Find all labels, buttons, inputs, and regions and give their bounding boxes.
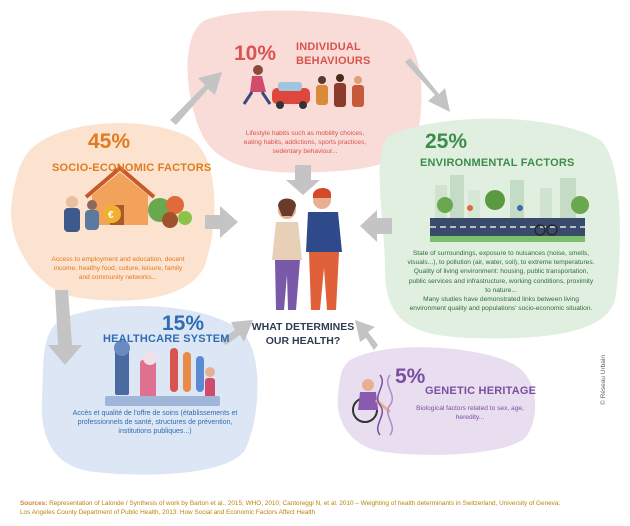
socio-title: SOCIO-ECONOMIC FACTORS bbox=[52, 162, 212, 174]
center-title-line1: WHAT DETERMINES bbox=[251, 321, 355, 333]
sources-line1: Representation of Lalonde / Synthesis of… bbox=[49, 500, 561, 507]
healthcare-illustration bbox=[105, 340, 220, 406]
environmental-desc-line: to nature... bbox=[485, 286, 517, 294]
arrow-healthcare-center bbox=[220, 320, 253, 345]
socio-desc-line: income, healthy food, culture, leisure, … bbox=[53, 265, 183, 273]
socio-desc-line: and community networks... bbox=[78, 274, 158, 282]
individual-desc-line: Lifestyle habits such as mobility choice… bbox=[245, 130, 365, 137]
arrow-socio-individual bbox=[170, 72, 222, 125]
healthcare-title: HEALTHCARE SYSTEM bbox=[103, 333, 230, 345]
healthcare-percent: 15% bbox=[162, 312, 205, 335]
sources-label: Sources: bbox=[20, 500, 48, 507]
environmental-title: ENVIRONMENTAL FACTORS bbox=[420, 157, 575, 169]
sources-line2: Los Angeles County Department of Public … bbox=[20, 509, 316, 516]
socio-description: Access to employment and education, dece… bbox=[33, 255, 203, 283]
environmental-desc-line: visuals...), to pollution (air, water, s… bbox=[407, 259, 595, 267]
healthcare-desc-line: institutions publiques...) bbox=[118, 428, 192, 436]
center-title: WHAT DETERMINES OUR HEALTH? bbox=[248, 320, 358, 348]
environmental-percent: 25% bbox=[425, 130, 468, 153]
individual-desc-line: eating habits, addictions, sports practi… bbox=[243, 139, 367, 147]
individual-description: Lifestyle habits such as mobility choice… bbox=[225, 129, 385, 157]
central-couple-illustration bbox=[272, 188, 342, 310]
individual-percent: 10% bbox=[234, 42, 277, 65]
socio-illustration: € bbox=[64, 165, 192, 232]
environmental-desc-line: public services and infrastructure, work… bbox=[408, 277, 594, 285]
arrow-individual-center bbox=[286, 165, 320, 195]
environmental-description: State of surroundings, exposure to nuisa… bbox=[392, 249, 610, 313]
arrow-genetic-center bbox=[355, 320, 378, 350]
environmental-desc-line: Many studies have demonstrated links bet… bbox=[423, 296, 579, 304]
connection-arrows bbox=[48, 58, 450, 365]
healthcare-desc-line: professionnels de santé, structures de p… bbox=[77, 419, 233, 427]
environmental-desc-line: environment quality and populations' soc… bbox=[409, 305, 593, 313]
genetic-desc-line: heredity... bbox=[455, 414, 485, 422]
arrow-individual-environmental bbox=[405, 58, 450, 112]
credit-text: © Réseau Urbain bbox=[600, 355, 607, 405]
arrow-env-center bbox=[360, 210, 392, 242]
individual-desc-line: sedentary behaviour... bbox=[272, 148, 338, 156]
genetic-blob bbox=[337, 347, 536, 455]
genetic-desc-line: Biological factors related to sex, age, bbox=[416, 405, 524, 412]
individual-title: INDIVIDUAL BEHAVIOURS bbox=[296, 40, 371, 68]
center-title-line2: OUR HEALTH? bbox=[265, 335, 341, 347]
environmental-desc-line: Quality of living environment: housing, … bbox=[413, 268, 589, 276]
individual-title-line1: INDIVIDUAL bbox=[296, 41, 361, 53]
sources-footer: Sources: Representation of Lalonde / Syn… bbox=[20, 499, 620, 517]
arrow-socio-healthcare bbox=[48, 290, 82, 365]
genetic-title: GENETIC HERITAGE bbox=[425, 385, 537, 397]
individual-illustration bbox=[242, 65, 364, 109]
socio-desc-line: Access to employment and education, dece… bbox=[51, 256, 185, 263]
arrow-socio-center bbox=[205, 206, 238, 238]
environmental-illustration bbox=[430, 175, 589, 242]
genetic-description: Biological factors related to sex, age, … bbox=[410, 404, 530, 422]
svg-text:€: € bbox=[108, 210, 114, 221]
individual-title-line2: BEHAVIOURS bbox=[296, 55, 371, 67]
genetic-illustration bbox=[352, 374, 393, 436]
environmental-desc-line: State of surroundings, exposure to nuisa… bbox=[412, 250, 590, 257]
healthcare-desc-line: Accès et qualité de l'offre de soins (ét… bbox=[72, 410, 238, 417]
socio-percent: 45% bbox=[88, 130, 131, 153]
healthcare-description: Accès et qualité de l'offre de soins (ét… bbox=[60, 409, 250, 437]
genetic-percent: 5% bbox=[395, 365, 426, 388]
